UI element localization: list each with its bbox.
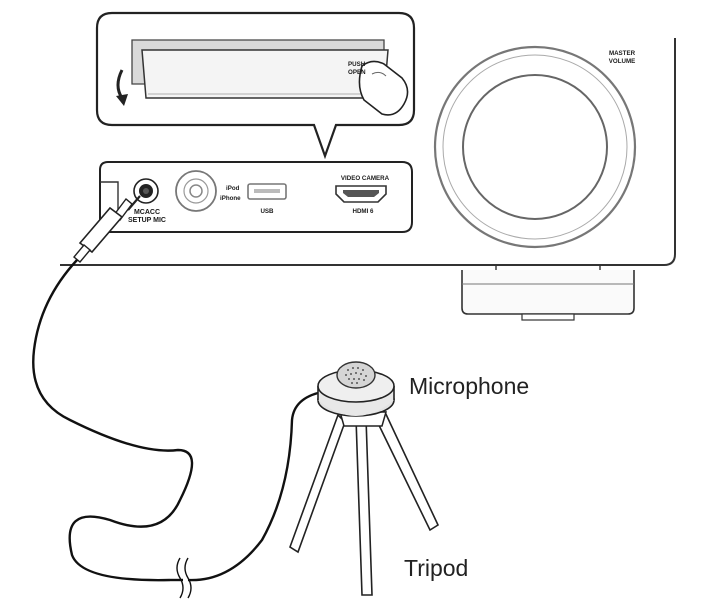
mic-jack-label-line1: MCACC (134, 209, 160, 216)
ipod-label-line1: iPod (226, 185, 240, 192)
ipod-jack (175, 170, 217, 212)
volume-label-line2: VOLUME (609, 58, 635, 65)
hdmi-label-bottom: HDMI 6 (353, 208, 375, 215)
master-volume-knob (433, 45, 637, 249)
mic-plug (73, 195, 141, 263)
hdmi-port (335, 185, 387, 203)
tripod (289, 408, 440, 596)
usb-port (247, 183, 287, 200)
microphone-label: Microphone (409, 373, 529, 399)
receiver-foot (461, 265, 635, 321)
usb-label: USB (260, 208, 274, 215)
door-zoom-callout (95, 11, 416, 160)
mic-cable (32, 259, 323, 599)
mic-jack-label-line2: SETUP MIC (128, 217, 166, 224)
volume-label-line1: MASTER (609, 50, 636, 57)
door-label-line2: OPEN (348, 69, 366, 76)
ipod-label-line2: iPhone (220, 195, 241, 202)
hdmi-label-top: VIDEO CAMERA (341, 175, 390, 182)
tripod-label: Tripod (404, 555, 468, 581)
microphone (317, 361, 395, 417)
receiver-body (60, 38, 676, 266)
door-label-line1: PUSH (348, 61, 366, 68)
